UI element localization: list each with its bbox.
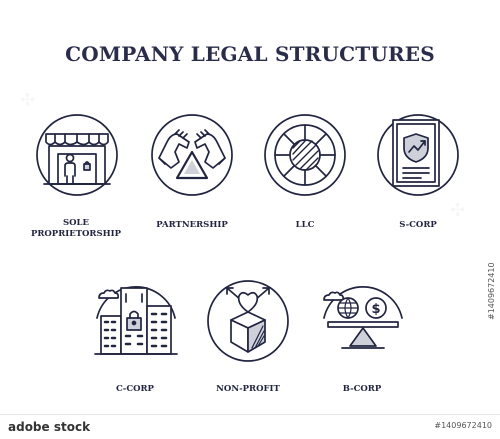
balanced-scale-icon: $ [320, 278, 406, 364]
heart-box-icon [205, 278, 291, 364]
svg-text:$: $ [371, 302, 380, 317]
stock-logo: adobe stock [8, 420, 91, 434]
storefront-person-icon [34, 112, 120, 198]
label-c-corp: C-CORP [116, 384, 154, 394]
watermark: ✣ [20, 90, 35, 111]
watermark: ✣ [450, 200, 465, 221]
page-title: COMPANY LEGAL STRUCTURES [65, 42, 435, 66]
stock-footer: adobe stock #1409672410 [0, 414, 500, 439]
stock-id: #1409672410 [434, 421, 492, 430]
label-sole-proprietorship: SOLE PROPRIETORSHIP [30, 218, 122, 239]
side-stock-id: #1409672410 [487, 262, 496, 320]
label-non-profit: NON-PROFIT [216, 384, 280, 394]
label-llc: LLC [295, 220, 315, 230]
handshake-triangle-icon [149, 112, 235, 198]
label-s-corp: S-CORP [399, 220, 437, 230]
label-b-corp: B-CORP [342, 384, 382, 394]
label-partnership: PARTNERSHIP [156, 220, 228, 230]
secure-buildings-icon [93, 278, 179, 364]
shield-document-icon [375, 112, 461, 198]
segmented-circle-icon [262, 112, 348, 198]
